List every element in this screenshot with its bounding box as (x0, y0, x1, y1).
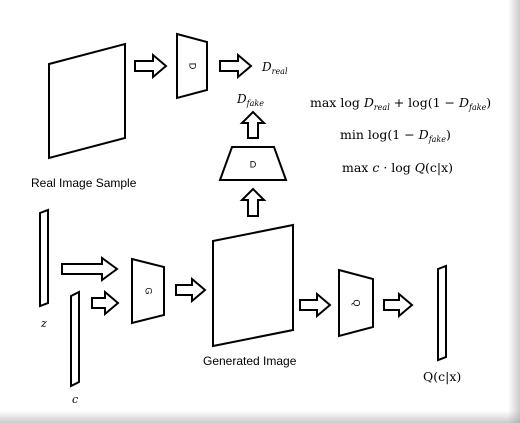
eq1-mid: + log(1 − (390, 95, 459, 110)
c-vector (70, 290, 80, 388)
d-real-main: D (261, 60, 272, 74)
d-fake-label: Dfake (236, 92, 264, 108)
z-label: z (40, 317, 47, 330)
frame-shadow-bottom (0, 411, 520, 423)
discriminator-mid (218, 146, 288, 181)
discriminator-top (176, 32, 208, 100)
eq3-q: Q (415, 160, 425, 175)
eq2-end: ) (446, 127, 451, 142)
q-network (338, 268, 374, 338)
arrow-gen-to-dmid (239, 187, 267, 217)
frame-shadow-right (508, 0, 520, 423)
arrow-gen-to-q (299, 291, 332, 319)
real-image-sample (48, 42, 126, 160)
eq3-dot: · log (379, 160, 414, 175)
discriminator-top-label: D (188, 63, 198, 70)
eq2-prefix: min log(1 − (340, 127, 419, 142)
eq3-c: c (372, 160, 379, 175)
eq3-rest: (c|x) (425, 160, 453, 175)
eq3-prefix: max (342, 160, 372, 175)
equation-3: max c · log Q(c|x) (342, 160, 453, 175)
eq1-d: D (363, 95, 374, 110)
eq1-d2-sub: fake (468, 103, 487, 112)
generator (131, 257, 165, 325)
q-output-vector (437, 264, 447, 362)
discriminator-mid-label: D (250, 159, 257, 169)
arrow-d-to-dreal (219, 52, 253, 80)
arrow-z-to-g (61, 256, 119, 282)
arrow-dmid-to-dfake (239, 110, 267, 139)
d-fake-main: D (236, 92, 247, 106)
generated-image (212, 223, 294, 348)
arrow-g-to-gen (175, 276, 207, 304)
eq1-d2: D (458, 95, 469, 110)
eq1-prefix: max log (310, 95, 364, 110)
q-network-label: Q (352, 299, 362, 306)
d-real-sub: real (272, 67, 288, 76)
d-real-label: Dreal (261, 60, 288, 76)
equation-1: max log Dreal + log(1 − Dfake) (310, 95, 491, 112)
arrow-q-to-output (383, 291, 414, 319)
eq2-d-sub: fake (428, 135, 447, 144)
eq1-d-sub: real (374, 103, 390, 112)
generated-image-label: Generated Image (203, 354, 297, 368)
arrow-real-to-d (134, 52, 168, 80)
eq1-end: ) (486, 95, 491, 110)
d-fake-sub: fake (246, 99, 265, 108)
eq2-d: D (418, 127, 429, 142)
real-image-label: Real Image Sample (31, 176, 137, 190)
q-output-label: Q(c|x) (423, 369, 461, 384)
z-vector (39, 208, 49, 308)
generator-label: G (144, 287, 154, 294)
equation-2: min log(1 − Dfake) (340, 127, 451, 144)
c-label: c (72, 393, 78, 406)
arrow-c-to-g (91, 289, 120, 317)
